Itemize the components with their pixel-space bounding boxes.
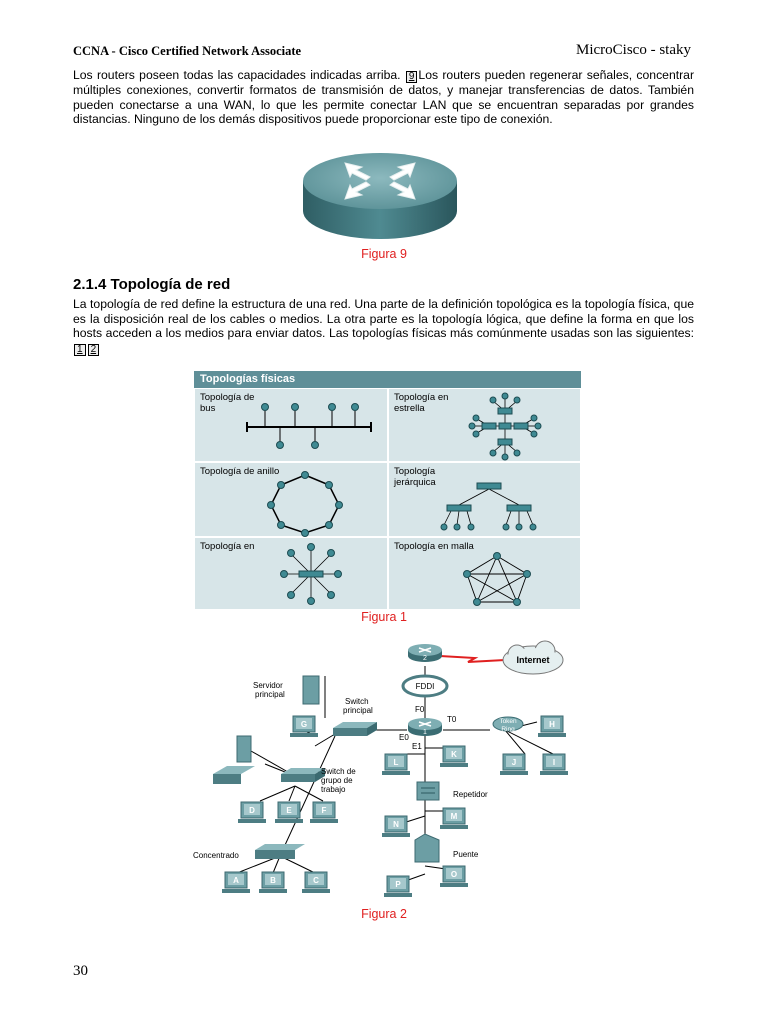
host-label: L	[394, 758, 399, 767]
repeater-label: Repetidor	[453, 790, 488, 799]
host-pc-k: K	[439, 745, 469, 768]
hierarchical-diagram	[440, 482, 537, 531]
header-title: CCNA - Cisco Certified Network Associate	[73, 44, 302, 58]
bridge-label: Puente	[453, 850, 479, 859]
router-image	[300, 143, 460, 243]
figure-ref-link[interactable]: 9	[405, 71, 418, 83]
section-heading: 2.1.4 Topología de red	[73, 276, 231, 293]
topology-mesh-cell: Topología en malla	[388, 537, 581, 610]
host-label: O	[451, 870, 457, 879]
figure-ref-link-1[interactable]: 1	[74, 343, 86, 356]
workgroup-switch-label-3: trabajo	[321, 785, 346, 794]
host-pc-o: O	[439, 865, 469, 888]
f0-label: F0	[415, 705, 425, 714]
fddi-label: FDDI	[416, 682, 435, 691]
host-pc-l: L	[381, 753, 411, 776]
figure-2-caption: Figura 2	[361, 907, 407, 921]
paragraph-routers: Los routers poseen todas las capacidades…	[73, 68, 694, 127]
host-pc-e: E	[274, 801, 304, 824]
topologies-title: Topologías físicas	[194, 371, 581, 388]
e1-label: E1	[412, 742, 422, 751]
topology-label: estrella	[394, 403, 425, 414]
workgroup-switch-label-1: Switch de	[321, 767, 356, 776]
paragraph-topology: La topología de red define la estructura…	[73, 297, 694, 356]
topology-ring-cell: Topología de anillo	[194, 462, 388, 537]
switch-label-1: Switch	[345, 697, 369, 706]
topology-label: Topología de	[200, 392, 255, 403]
host-pc-a: A	[221, 871, 251, 894]
host-label: M	[451, 812, 458, 821]
host-label: E	[286, 806, 292, 815]
host-label: F	[322, 806, 327, 815]
host-label: H	[549, 720, 555, 729]
figure-1-caption: Figura 1	[361, 610, 407, 624]
header-author: MicroCisco - staky	[576, 42, 691, 58]
figure-ref-link-2[interactable]: 2	[87, 343, 100, 356]
star-diagram	[280, 543, 342, 605]
host-label: N	[393, 820, 399, 829]
page-number: 30	[73, 963, 88, 979]
paragraph-text: La topología de red define la estructura…	[73, 297, 694, 341]
network-diagram: Internet 2 FDDI F0 1 T0 E0 E1 Token Ring…	[185, 636, 585, 906]
internet-cloud: Internet	[502, 640, 564, 675]
host-pc-c: C	[301, 871, 331, 894]
host-label: A	[233, 876, 239, 885]
router-1-label: 1	[423, 729, 427, 736]
host-pc-i: I	[539, 753, 569, 776]
topology-label: Topología en	[200, 541, 255, 552]
host-pc-m: M	[439, 807, 469, 830]
figure-9-caption: Figura 9	[361, 247, 407, 261]
host-label: G	[301, 720, 307, 729]
router-2-label: 2	[423, 655, 427, 662]
ring-label: Ring	[501, 726, 515, 733]
host-pc-p: P	[383, 875, 413, 898]
paragraph-text: Los routers pueden regenerar señales, co…	[73, 68, 695, 127]
host-label: P	[395, 880, 401, 889]
host-label: D	[249, 806, 255, 815]
hub-label: Concentrado	[193, 851, 239, 860]
e0-label: E0	[399, 733, 409, 742]
t0-label: T0	[447, 715, 457, 724]
host-label: K	[451, 750, 457, 759]
switch-label-2: principal	[343, 706, 373, 715]
server-label-1: Servidor	[253, 681, 283, 690]
topology-label: Topología de anillo	[200, 466, 280, 477]
host-pc-j: J	[499, 753, 529, 776]
mesh-diagram	[463, 552, 531, 606]
host-label: I	[553, 758, 555, 767]
internet-label: Internet	[516, 655, 549, 665]
topology-label: jerárquica	[394, 477, 436, 488]
host-pc-f: F	[309, 801, 339, 824]
topology-label: bus	[200, 403, 216, 414]
workgroup-switch-label-2: grupo de	[321, 776, 353, 785]
topology-label: Topología en	[394, 392, 449, 403]
host-pc-g: G	[289, 715, 319, 738]
topology-label: Topología	[394, 466, 436, 477]
server-label-2: principal	[255, 690, 285, 699]
bus-diagram	[246, 403, 372, 449]
host-label: C	[313, 876, 319, 885]
host-pc-d: D	[237, 801, 267, 824]
ring-diagram	[267, 471, 343, 537]
host-label: B	[270, 876, 276, 885]
paragraph-text: Los routers poseen todas las capacidades…	[73, 68, 405, 82]
topology-label: Topología en malla	[394, 541, 474, 552]
token-label: Token	[499, 718, 517, 725]
host-pc-n: N	[381, 815, 411, 838]
host-pc-b: B	[258, 871, 288, 894]
extended-star-diagram	[468, 392, 542, 461]
topology-star-single-cell: Topología en	[194, 537, 388, 610]
host-label: J	[512, 758, 516, 767]
host-pc-h: H	[537, 715, 567, 738]
